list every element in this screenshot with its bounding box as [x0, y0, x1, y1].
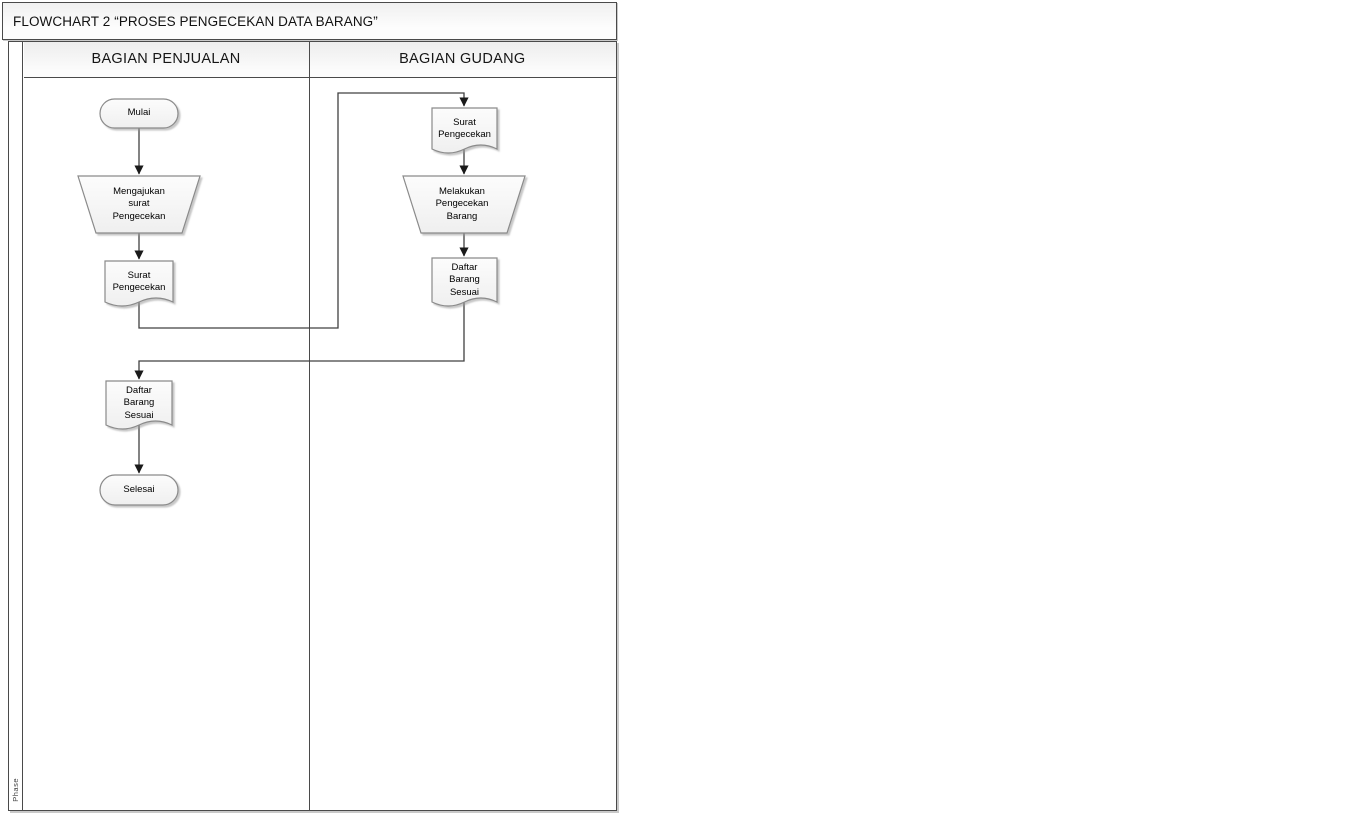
- swimlane-frame: Phase BAGIAN PENJUALAN BAGIAN GUDANG: [8, 41, 617, 811]
- phase-strip: Phase: [9, 42, 23, 810]
- node-label-mulai: Mulai: [127, 107, 151, 119]
- title-bar: FLOWCHART 2 “PROSES PENGECEKAN DATA BARA…: [2, 2, 617, 40]
- node-label-daftar-barang-penjualan: Daftar Barang Sesuai: [123, 384, 155, 421]
- lane-divider: [308, 42, 310, 810]
- lane-header-penjualan: BAGIAN PENJUALAN: [23, 42, 309, 77]
- node-label-mengajukan-surat: Mengajukan surat Pengecekan: [112, 185, 166, 222]
- phase-label: Phase: [11, 778, 20, 802]
- node-label-surat-pengecekan-penjualan: Surat Pengecekan: [112, 269, 166, 293]
- node-label-surat-pengecekan-gudang: Surat Pengecekan: [438, 116, 491, 140]
- node-label-melakukan-pengecekan: Melakukan Pengecekan Barang: [435, 185, 489, 222]
- lane-header-row: BAGIAN PENJUALAN BAGIAN GUDANG: [23, 42, 616, 78]
- node-label-daftar-barang-gudang: Daftar Barang Sesuai: [449, 261, 480, 298]
- page-title: FLOWCHART 2 “PROSES PENGECEKAN DATA BARA…: [13, 13, 378, 29]
- node-label-selesai: Selesai: [123, 483, 155, 495]
- lane-header-gudang: BAGIAN GUDANG: [308, 42, 616, 77]
